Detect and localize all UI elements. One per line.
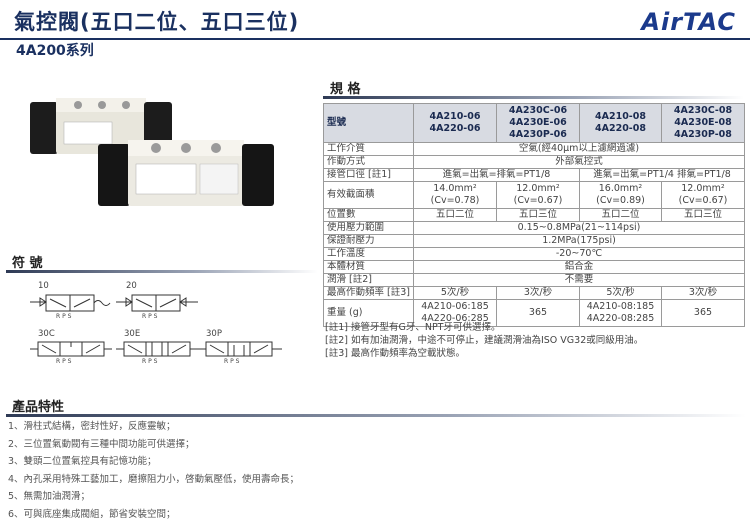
note-2: [註2] 如有加油潤滑，中途不可停止，建議潤滑油為ISO VG32或同級用油。	[325, 335, 644, 346]
spec-label: 接管口徑 [註1]	[323, 168, 414, 182]
spec-notes: [註1] 接管牙型有G牙、NPT牙可供選擇。 [註2] 如有加油潤滑，中途不可停…	[325, 321, 643, 360]
spec-value: 365	[661, 299, 745, 327]
model-col-4: 4A230C-08 4A230E-08 4A230P-08	[661, 103, 745, 143]
spec-label: 本體材質	[323, 260, 414, 274]
feature-item: 5、無需加油潤滑；	[8, 491, 91, 502]
spec-value: -20~70℃	[413, 247, 745, 261]
spec-value: 3次/秒	[496, 286, 580, 300]
valve-symbol-30p	[198, 341, 282, 357]
spec-row-lube: 潤滑 [註2] 不需要	[323, 273, 745, 287]
valve-symbol-30e	[116, 341, 198, 357]
spec-row-position: 位置數 五口二位 五口三位 五口二位 五口三位	[323, 208, 745, 222]
header-divider	[0, 38, 750, 40]
ports-label-10: R P S	[56, 313, 72, 320]
spec-table: 型號 4A210-06 4A220-06 4A230C-06 4A230E-06…	[323, 103, 745, 327]
features-list: 1、滑柱式結構，密封性好，反應靈敏； 2、三位置氣動閥有三種中間功能可供選擇； …	[8, 418, 299, 523]
spec-value: 進氣=出氣=PT1/4 排氣=PT1/8	[579, 168, 745, 182]
spec-row-action: 作動方式 外部氣控式	[323, 155, 745, 169]
spec-label: 作動方式	[323, 155, 414, 169]
symbol-label-20: 20	[126, 281, 137, 291]
spec-row-area: 有效截面積 14.0mm² (Cv=0.78) 12.0mm² (Cv=0.67…	[323, 181, 745, 209]
note-3: [註3] 最高作動頻率為空載狀態。	[325, 348, 465, 359]
spec-value: 不需要	[413, 273, 745, 287]
valve-symbol-30c	[30, 341, 112, 357]
spec-section-rule	[323, 96, 744, 99]
spec-value: 12.0mm² (Cv=0.67)	[661, 181, 745, 209]
spec-row-pressure: 使用壓力範圍 0.15~0.8MPa(21~114psi)	[323, 221, 745, 235]
feature-item: 1、滑柱式結構，密封性好，反應靈敏；	[8, 421, 176, 432]
ports-label-20: R P S	[142, 313, 158, 320]
spec-label: 有效截面積	[323, 181, 414, 209]
spec-row-freq: 最高作動頻率 [註3] 5次/秒 3次/秒 5次/秒 3次/秒	[323, 286, 745, 300]
symbol-section-title: 符 號	[12, 256, 43, 271]
spec-value: 0.15~0.8MPa(21~114psi)	[413, 221, 745, 235]
spec-value: 五口二位	[579, 208, 662, 222]
spec-value: 5次/秒	[579, 286, 662, 300]
spec-row-temp: 工作溫度 -20~70℃	[323, 247, 745, 261]
spec-value: 4A210-08:185 4A220-08:285	[579, 299, 662, 327]
spec-label: 使用壓力範圍	[323, 221, 414, 235]
feature-item: 2、三位置氣動閥有三種中間功能可供選擇；	[8, 438, 195, 450]
note-1: [註1] 接管牙型有G牙、NPT牙可供選擇。	[325, 322, 501, 333]
spec-row-material: 本體材質 鋁合金	[323, 260, 745, 274]
spec-label: 潤滑 [註2]	[323, 273, 414, 287]
feature-item: 3、雙頭二位置氣控具有記憶功能；	[8, 456, 157, 467]
spec-label: 重量 (g)	[323, 299, 414, 327]
spec-row-proof: 保證耐壓力 1.2MPa(175psi)	[323, 234, 745, 248]
ports-label-30p: R P S	[224, 358, 240, 365]
feature-item: 4、內孔采用特殊工藝加工，磨擦阻力小，啓動氣壓低，使用壽命長；	[8, 473, 300, 485]
spec-value: 16.0mm² (Cv=0.89)	[579, 181, 662, 209]
ports-label-30e: R P S	[142, 358, 158, 365]
spec-label: 最高作動頻率 [註3]	[323, 286, 414, 300]
spec-value: 空氣(經40μm以上濾網過濾)	[413, 142, 745, 156]
spec-value: 3次/秒	[661, 286, 745, 300]
spec-section-title: 規 格	[330, 82, 361, 97]
spec-value: 五口三位	[496, 208, 580, 222]
spec-label: 保證耐壓力	[323, 234, 414, 248]
spec-label: 工作溫度	[323, 247, 414, 261]
model-col-2: 4A230C-06 4A230E-06 4A230P-06	[496, 103, 580, 143]
symbol-section-rule	[6, 270, 318, 273]
spec-value: 外部氣控式	[413, 155, 745, 169]
spec-row-weight: 重量 (g) 4A210-06:185 4A220-06:285 365 4A2…	[323, 299, 745, 327]
spec-row-port: 接管口徑 [註1] 進氣=出氣=排氣=PT1/8 進氣=出氣=PT1/4 排氣=…	[323, 168, 745, 182]
airtac-logo: AirTAC	[641, 8, 736, 36]
spec-value: 五口二位	[413, 208, 497, 222]
spec-header-row: 型號 4A210-06 4A220-06 4A230C-06 4A230E-06…	[323, 103, 745, 143]
spec-value: 進氣=出氣=排氣=PT1/8	[413, 168, 580, 182]
spec-value: 12.0mm² (Cv=0.67)	[496, 181, 580, 209]
features-section-title: 產品特性	[12, 400, 65, 415]
feature-item: 6、可與底座集成閥組，節省安裝空間；	[8, 508, 176, 520]
features-section-rule	[6, 414, 746, 417]
model-label: 型號	[323, 103, 414, 143]
spec-value: 5次/秒	[413, 286, 497, 300]
symbol-label-30e: 30E	[124, 329, 141, 339]
symbol-label-30c: 30C	[38, 329, 55, 339]
product-photo	[20, 92, 290, 222]
symbol-label-10: 10	[38, 281, 49, 291]
valve-symbol-20	[116, 294, 198, 312]
series-title: 4A200系列	[16, 43, 94, 59]
model-col-1: 4A210-06 4A220-06	[413, 103, 497, 143]
spec-value: 1.2MPa(175psi)	[413, 234, 745, 248]
model-col-3: 4A210-08 4A220-08	[579, 103, 662, 143]
spec-value: 14.0mm² (Cv=0.78)	[413, 181, 497, 209]
spec-value: 鋁合金	[413, 260, 745, 274]
symbol-label-30p: 30P	[206, 329, 222, 339]
spec-value: 五口三位	[661, 208, 745, 222]
spec-value: 365	[496, 299, 580, 327]
page-title: 氣控閥(五口二位、五口三位)	[14, 10, 300, 34]
valve-illustration	[30, 98, 274, 206]
spec-label: 位置數	[323, 208, 414, 222]
ports-label-30c: R P S	[56, 358, 72, 365]
spec-label: 工作介質	[323, 142, 414, 156]
valve-symbol-10	[30, 294, 111, 312]
spec-row-medium: 工作介質 空氣(經40μm以上濾網過濾)	[323, 142, 745, 156]
